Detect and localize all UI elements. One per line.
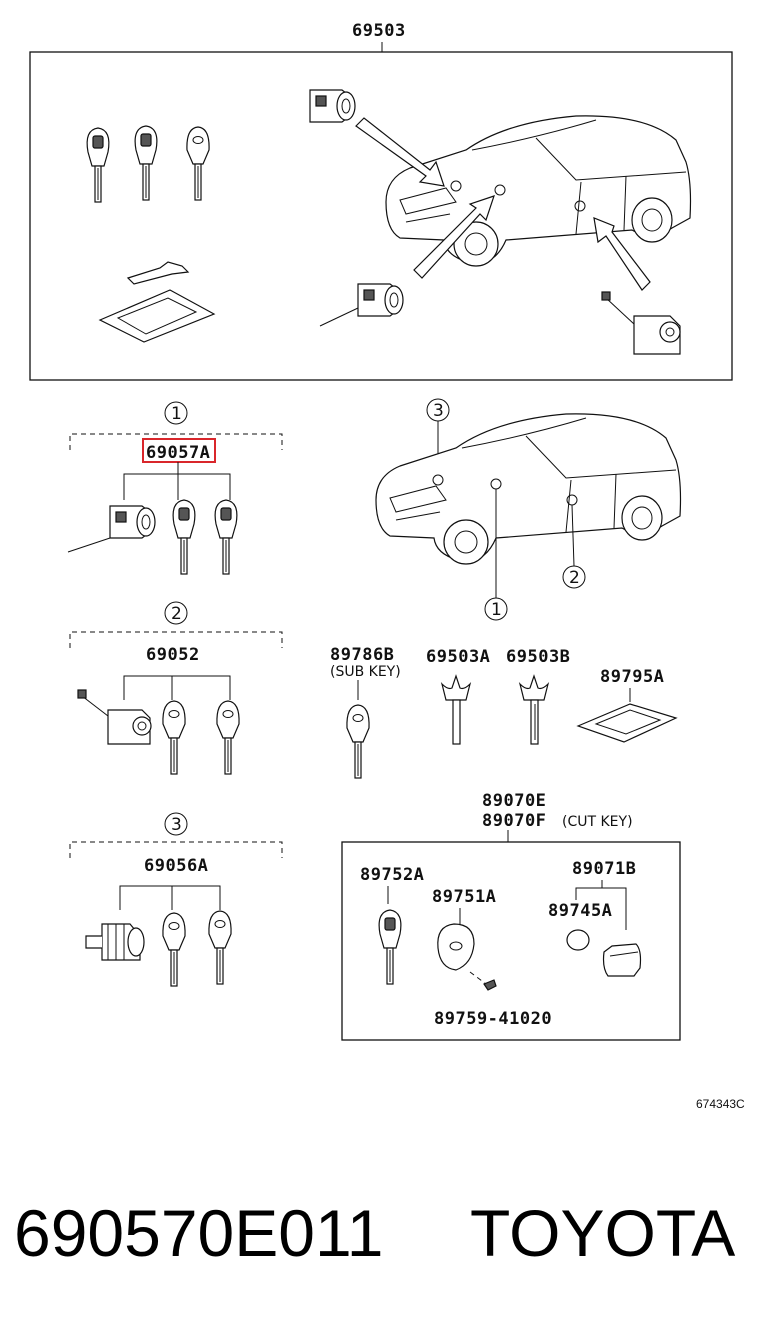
screw-icon (483, 979, 497, 991)
label-transmitter: 89751A (432, 887, 496, 907)
label-set-top: 69503 (352, 21, 406, 41)
ignition-lever-icon (67, 537, 111, 553)
key-assembly-box (341, 841, 681, 1041)
transmitter-icon (437, 923, 475, 971)
callout-1 (164, 401, 188, 425)
callout-1-number: 1 (171, 404, 182, 424)
door-cylinder-icon (309, 89, 356, 123)
location-dot (432, 474, 444, 486)
leader-kit-2 (123, 675, 231, 700)
label-blank-a: 69503A (426, 647, 490, 667)
callout-3-number: 3 (433, 401, 444, 421)
trunk-cylinder-icon (601, 291, 681, 355)
key-icon (378, 909, 402, 985)
leader-battery-set (575, 880, 627, 930)
key-icon (162, 700, 186, 775)
door-cylinder-icon (85, 923, 145, 961)
callout-2 (562, 565, 586, 589)
leader-kit-3 (119, 885, 221, 910)
group-bracket (69, 841, 283, 858)
key-icon (214, 499, 238, 575)
label-cut-key-note: (CUT KEY) (562, 814, 633, 830)
set-box (29, 51, 733, 381)
callout-3 (164, 812, 188, 836)
location-dot (494, 184, 506, 196)
arrow-icon (593, 217, 651, 291)
label-kit-3: 69056A (144, 856, 208, 876)
label-sub-key: 89786B (330, 645, 394, 665)
label-plate: 89795A (600, 667, 664, 687)
location-dot (450, 180, 462, 192)
plate-icon (576, 703, 678, 743)
label-key-e: 89070E (482, 791, 546, 811)
arrow-icon (413, 195, 495, 279)
screw-leader (469, 971, 487, 985)
ignition-cylinder-icon (109, 505, 156, 539)
label-screw: 89759-41020 (434, 1009, 552, 1029)
footer-brand: TOYOTA (470, 1196, 735, 1270)
label-kit-2: 69052 (146, 645, 200, 665)
key-icon (134, 125, 158, 201)
leader-2 (571, 504, 575, 567)
location-dot (574, 200, 586, 212)
key-icon (216, 700, 240, 775)
ignition-lever-icon (319, 307, 359, 327)
blank-key-icon (440, 674, 472, 745)
label-kit-1: 69057A (146, 443, 210, 463)
car-icon (375, 413, 682, 565)
key-icon (86, 127, 110, 203)
battery-icon (566, 929, 590, 951)
callout-2-number: 2 (171, 604, 182, 624)
callout-1-number: 1 (491, 600, 502, 620)
plate-icon (98, 289, 216, 343)
callout-3-number: 3 (171, 815, 182, 835)
group-bracket (69, 433, 283, 450)
callout-2-number: 2 (569, 568, 580, 588)
car-icon (385, 115, 692, 267)
key-icon (172, 499, 196, 575)
highlight-box (142, 438, 216, 463)
callout-2 (164, 601, 188, 625)
label-sub-key-note: (SUB KEY) (330, 664, 401, 680)
blank-key-icon (126, 261, 190, 285)
arrow-icon (355, 117, 445, 187)
label-blank-b: 69503B (506, 647, 570, 667)
trunk-cylinder-icon (77, 689, 152, 745)
label-key-f: 89070F (482, 811, 546, 831)
leader-kit-1 (123, 462, 231, 500)
blank-key-icon (518, 674, 550, 745)
key-icon (186, 126, 210, 201)
key-icon (346, 704, 370, 779)
callout-1 (484, 597, 508, 621)
label-key-body: 89752A (360, 865, 424, 885)
key-icon (162, 912, 186, 987)
key-icon (208, 910, 232, 985)
footer-part-number: 690570E011 (14, 1196, 383, 1270)
battery-cover-icon (602, 943, 642, 977)
group-bracket (69, 631, 283, 648)
diagram-ref-code: 674343C (696, 1097, 745, 1111)
label-battery-set: 89071B (572, 859, 636, 879)
ignition-cylinder-icon (357, 283, 404, 317)
label-battery: 89745A (548, 901, 612, 921)
